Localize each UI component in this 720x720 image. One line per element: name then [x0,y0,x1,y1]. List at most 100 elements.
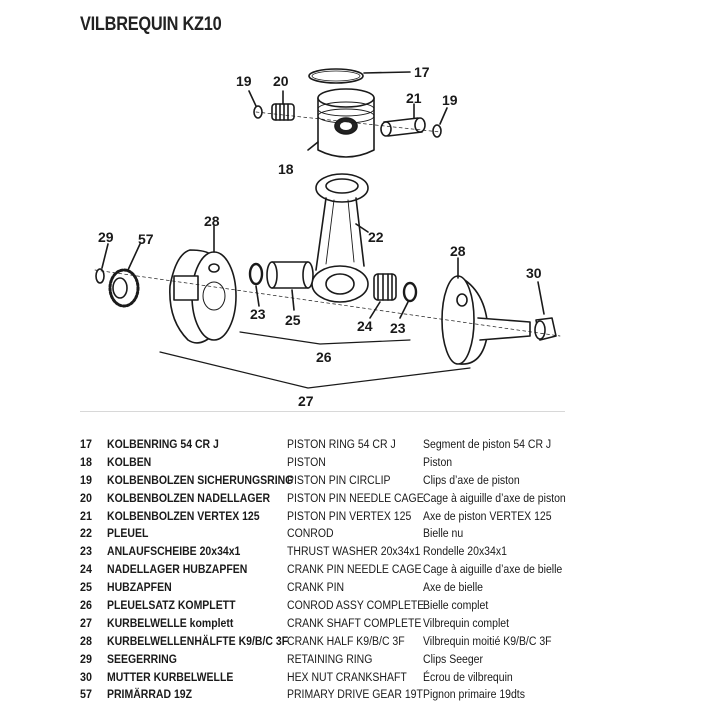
part-name-fr: Cage à aiguille d’axe de piston [423,490,566,505]
hex-nut-30 [534,281,557,341]
callout-26: 26 [316,349,332,365]
conrod-22 [311,173,369,303]
part-row: 30 MUTTER KURBELWELLE HEX NUT CRANKSHAFT Éc… [80,669,640,687]
part-name-fr: Clips d’axe de piston [423,472,520,487]
part-name-en: HEX NUT CRANKSHAFT [287,669,407,684]
retaining-ring-29 [95,268,105,284]
divider [80,411,565,412]
part-name-fr: Segment de piston 54 CR J [423,437,552,451]
part-name-de: PLEUEL [107,526,149,541]
exploded-diagram: 17 18 19 20 21 19 22 28 28 29 57 30 23 2… [94,64,561,409]
part-name-de: KOLBEN [107,454,152,469]
part-name-de: KOLBENBOLZEN SICHERUNGSRING [107,472,294,487]
page-title: VILBREQUIN KZ10 [80,14,222,35]
callout-25: 25 [285,312,301,328]
crank-half-28-right [441,257,531,365]
needle-cage-24 [369,273,397,319]
callout-22: 22 [368,229,384,245]
bracket-26 [239,331,411,345]
part-row: 27 KURBELWELLE komplett CRANK SHAFT COMPLE… [80,615,640,633]
callout-17: 17 [414,64,430,80]
part-name-fr: Bielle nu [423,526,464,541]
part-name-de: HUBZAPFEN [107,580,172,595]
part-name-de: MUTTER KURBELWELLE [107,669,234,684]
callout-24: 24 [357,318,373,334]
part-number: 20 [80,490,92,505]
part-name-fr: Bielle complet [423,598,489,613]
part-number: 27 [80,615,92,630]
part-name-fr: Écrou de vilbrequin [423,669,513,684]
part-name-en: CONROD [287,526,334,541]
callout-21: 21 [406,90,422,106]
crank-half-28-left [169,225,237,344]
part-name-en: PISTON [287,454,326,469]
part-name-de: KURBELWELLE komplett [107,615,234,630]
piston-pin-21 [380,103,426,137]
bracket-27 [159,351,471,389]
part-number: 28 [80,633,92,648]
part-name-fr: Piston [423,454,453,469]
part-name-de: KOLBENRING 54 CR J [107,437,219,451]
callout-29: 29 [98,229,114,245]
callout-57: 57 [138,231,154,247]
part-name-fr: Axe de bielle [423,580,484,595]
piston-18 [307,88,375,158]
part-number: 18 [80,454,92,469]
part-name-de: ANLAUFSCHEIBE 20x34x1 [107,544,241,559]
part-name-en: PRIMARY DRIVE GEAR 19T [287,687,423,702]
part-name-en: CRANK HALF K9/B/C 3F [287,633,405,648]
part-name-en: CRANK PIN [287,580,345,595]
part-name-en: PISTON PIN NEEDLE CAGE [287,490,424,505]
needle-cage-20 [271,90,295,121]
part-row: 20 KOLBENBOLZEN NADELLAGER PISTON PIN NEED… [80,490,640,508]
part-number: 21 [80,508,92,523]
primary-gear-57 [108,243,141,308]
callout-19-right: 19 [442,92,458,108]
part-name-de: NADELLAGER HUBZAPFEN [107,562,248,577]
part-name-en: PISTON RING 54 CR J [287,437,396,451]
part-name-en: CRANK PIN NEEDLE CAGE [287,562,422,577]
part-name-fr: Vilbrequin complet [423,615,510,630]
circlip-19-right [432,124,442,138]
part-name-fr: Vilbrequin moitié K9/B/C 3F [423,633,552,648]
part-name-en: THRUST WASHER 20x34x1 [287,544,421,559]
part-row: 21 KOLBENBOLZEN VERTEX 125 PISTON PIN VERT… [80,508,640,526]
circlip-19-left [253,105,263,119]
thrust-washer-23-left [248,262,264,286]
part-name-fr: Axe de piston VERTEX 125 [423,508,552,523]
callout-23-left: 23 [250,306,266,322]
part-name-en: PISTON PIN VERTEX 125 [287,508,412,523]
part-row: 18 KOLBEN PISTON Piston [80,454,640,472]
part-name-de: PLEUELSATZ KOMPLETT [107,598,236,613]
part-number: 29 [80,651,92,666]
thrust-washer-23-right [402,281,418,303]
part-name-de: PRIMÄRRAD 19Z [107,687,193,702]
part-number: 57 [80,687,92,702]
part-number: 22 [80,526,92,541]
callout-19-left: 19 [236,73,252,89]
part-name-de: KURBELWELLENHÄLFTE K9/B/C 3F [107,633,289,648]
part-number: 23 [80,544,92,559]
part-number: 30 [80,669,92,684]
part-row: 22 PLEUEL CONROD Bielle nu [80,525,640,543]
part-name-de: KOLBENBOLZEN VERTEX 125 [107,508,260,523]
part-name-en: PISTON PIN CIRCLIP [287,472,391,487]
part-name-fr: Pignon primaire 19dts [423,687,525,702]
part-name-de: SEEGERRING [107,651,177,666]
part-name-de: KOLBENBOLZEN NADELLAGER [107,490,271,505]
callout-18: 18 [278,161,294,177]
part-row: 23 ANLAUFSCHEIBE 20x34x1 THRUST WASHER 20x… [80,543,640,561]
callout-20: 20 [273,73,289,89]
part-name-en: CRANK SHAFT COMPLETE [287,615,422,630]
part-number: 25 [80,580,92,595]
callout-23-right: 23 [390,320,406,336]
callout-28-right: 28 [450,243,466,259]
part-number: 19 [80,472,92,487]
